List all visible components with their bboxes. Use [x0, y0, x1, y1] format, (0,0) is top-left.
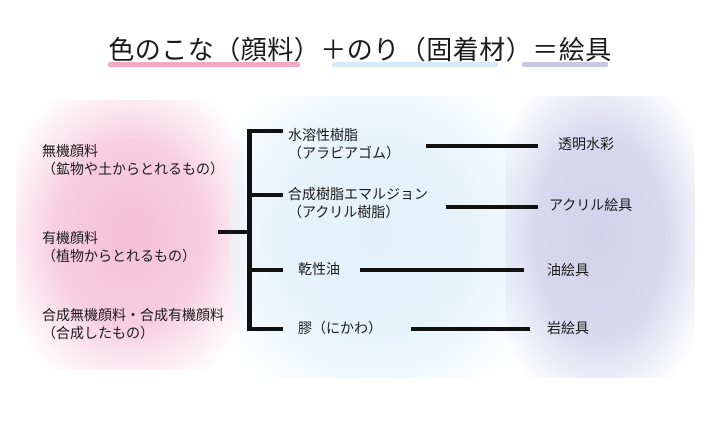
pigment-inorganic-name: 無機顔料: [42, 144, 98, 160]
connector-oil: [360, 268, 524, 272]
paint-mineral: 岩絵具: [547, 321, 589, 337]
binder-drying-oil: 乾性油: [298, 261, 340, 279]
pigment-organic: 有機顔料 （植物からとれるもの）: [42, 230, 196, 266]
binder-glue: 膠（にかわ）: [298, 320, 382, 338]
paint-acrylic: アクリル絵具: [549, 198, 633, 214]
binder-emulsion-name: 合成樹脂エマルジョン: [288, 187, 428, 203]
binder-drying-oil-name: 乾性油: [298, 262, 340, 278]
binder-watersoluble-note: （アラビアゴム）: [288, 146, 400, 162]
bracket-arm-1: [249, 129, 283, 133]
paint-oil: 油絵具: [547, 263, 589, 279]
binder-emulsion-note: （アクリル樹脂）: [288, 205, 400, 221]
paint-watercolor: 透明水彩: [558, 137, 614, 153]
pigment-organic-note: （植物からとれるもの）: [42, 249, 196, 265]
pigment-inorganic-note: （鉱物や土からとれるもの）: [42, 162, 224, 178]
title-underline-binder: [332, 62, 498, 67]
title-underline-paint: [522, 62, 608, 67]
bracket-arm-3: [249, 268, 283, 272]
pigment-synthetic: 合成無機顔料・合成有機顔料 （合成したもの）: [42, 307, 224, 343]
title-underline-pigment: [108, 62, 300, 67]
binder-watersoluble: 水溶性樹脂 （アラビアゴム）: [288, 127, 400, 163]
bracket-spine: [247, 129, 252, 331]
connector-acrylic: [446, 205, 538, 209]
binder-emulsion: 合成樹脂エマルジョン （アクリル樹脂）: [288, 186, 428, 222]
binder-panel: [230, 96, 520, 378]
pigment-synthetic-name: 合成無機顔料・合成有機顔料: [42, 308, 224, 324]
diagram-title: 色のこな（顔料）＋のり（固着材）＝絵具: [108, 36, 612, 66]
pigment-inorganic: 無機顔料 （鉱物や土からとれるもの）: [42, 143, 224, 179]
connector-watercolor: [426, 144, 538, 148]
paint-panel: [505, 96, 695, 378]
binder-watersoluble-name: 水溶性樹脂: [288, 128, 358, 144]
pigment-panel: [16, 100, 244, 370]
pigment-connector: [218, 230, 250, 234]
pigment-organic-name: 有機顔料: [42, 231, 98, 247]
pigment-synthetic-note: （合成したもの）: [42, 326, 154, 342]
connector-mineral: [411, 327, 530, 331]
bracket-arm-4: [249, 327, 283, 331]
bracket-arm-2: [249, 193, 283, 197]
binder-glue-name: 膠（にかわ）: [298, 321, 382, 337]
